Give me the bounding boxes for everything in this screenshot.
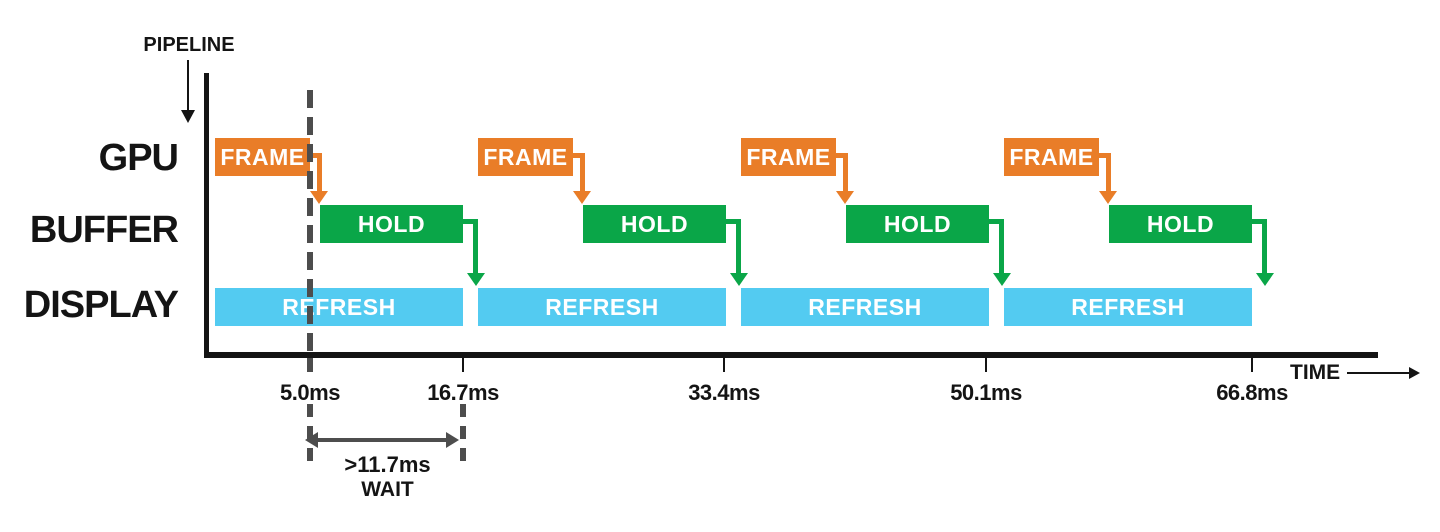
axis-tick (985, 358, 987, 372)
tick-label-50ms: 50.1ms (950, 380, 1022, 405)
guide-tick-5ms (307, 358, 313, 372)
time-axis-label: TIME (1290, 361, 1341, 384)
hold-to-refresh-arrow-line (736, 219, 741, 273)
frame-to-hold-arrow-line (317, 153, 322, 191)
wait-span-arrow (318, 438, 446, 442)
pipeline-arrow-down-icon (181, 110, 195, 123)
hold-to-refresh-arrow-line (999, 219, 1004, 273)
refresh-block: REFRESH (1004, 288, 1252, 326)
guide-line-16ms-lower (460, 404, 466, 470)
hold-to-refresh-arrow (989, 219, 1004, 224)
guide-line-5ms (307, 90, 313, 352)
wait-label: WAIT (361, 478, 414, 501)
refresh-block: REFRESH (478, 288, 726, 326)
hold-to-refresh-arrow (726, 219, 741, 224)
hold-block: HOLD (320, 205, 463, 243)
y-axis (204, 73, 209, 358)
hold-to-refresh-arrow-line (1262, 219, 1267, 273)
hold-block: HOLD (846, 205, 989, 243)
refresh-block: REFRESH (215, 288, 463, 326)
hold-to-refresh-arrowhead-icon (993, 273, 1011, 286)
frame-block: FRAME (741, 138, 836, 176)
x-axis (204, 352, 1378, 358)
wait-arrowhead-right-icon (446, 432, 459, 448)
row-label-gpu: GPU (98, 137, 179, 179)
tick-label-66ms: 66.8ms (1216, 380, 1288, 405)
tick-label-5ms: 5.0ms (280, 380, 340, 405)
pipeline-label: PIPELINE (143, 34, 235, 56)
pipeline-arrow-line (187, 60, 189, 110)
tick-label-16ms: 16.7ms (427, 380, 499, 405)
wait-duration-label: >11.7ms (344, 452, 431, 477)
hold-to-refresh-arrowhead-icon (1256, 273, 1274, 286)
tick-label-33ms: 33.4ms (688, 380, 760, 405)
refresh-block: REFRESH (741, 288, 989, 326)
axis-tick (462, 358, 464, 372)
frame-to-hold-arrowhead-icon (310, 191, 328, 204)
frame-to-hold-arrowhead-icon (836, 191, 854, 204)
axis-tick (723, 358, 725, 372)
time-arrow-right-icon (1409, 367, 1420, 379)
frame-block: FRAME (478, 138, 573, 176)
row-label-display: DISPLAY (23, 284, 179, 326)
hold-to-refresh-arrow (1252, 219, 1267, 224)
frame-to-hold-arrowhead-icon (573, 191, 591, 204)
time-arrow-line (1347, 372, 1409, 374)
frame-to-hold-arrow (310, 153, 322, 158)
frame-block: FRAME (215, 138, 310, 176)
frame-to-hold-arrow (573, 153, 585, 158)
frame-to-hold-arrow (836, 153, 848, 158)
frame-to-hold-arrowhead-icon (1099, 191, 1117, 204)
frame-to-hold-arrow-line (1106, 153, 1111, 191)
frame-to-hold-arrow-line (580, 153, 585, 191)
hold-to-refresh-arrowhead-icon (467, 273, 485, 286)
hold-block: HOLD (1109, 205, 1252, 243)
hold-to-refresh-arrow-line (473, 219, 478, 273)
hold-to-refresh-arrow (463, 219, 478, 224)
hold-block: HOLD (583, 205, 726, 243)
hold-to-refresh-arrowhead-icon (730, 273, 748, 286)
frame-block: FRAME (1004, 138, 1099, 176)
row-label-buffer: BUFFER (29, 209, 179, 251)
guide-line-5ms-lower (307, 404, 313, 470)
frame-to-hold-arrow-line (843, 153, 848, 191)
frame-to-hold-arrow (1099, 153, 1111, 158)
axis-tick (1251, 358, 1253, 372)
